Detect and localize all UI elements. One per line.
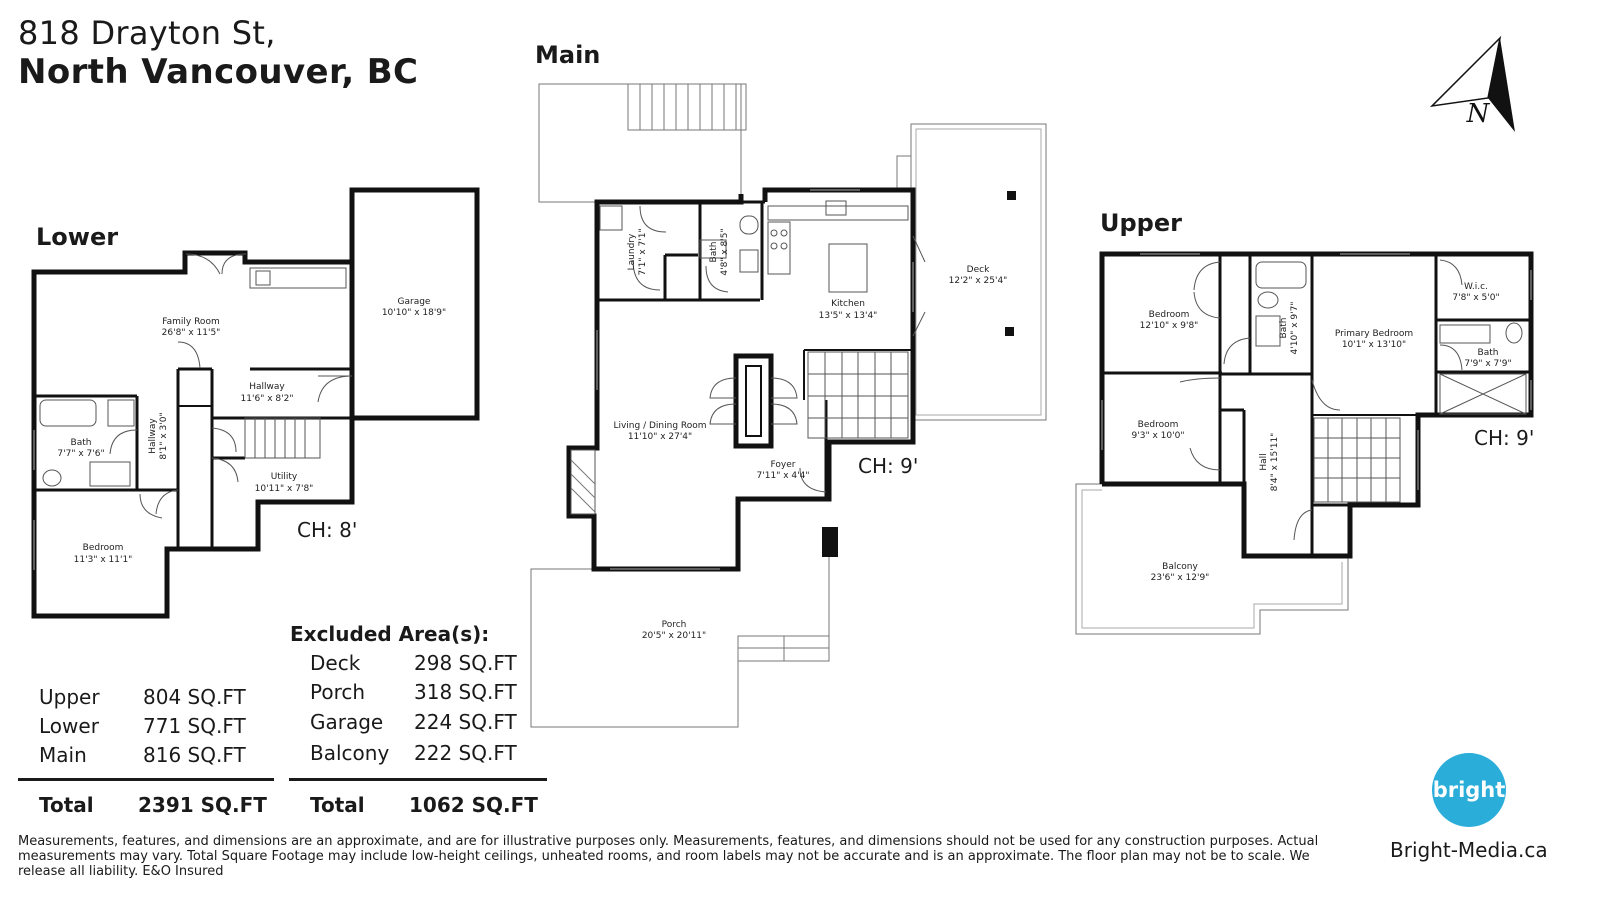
excluded-value: 224 SQ.FT — [414, 710, 517, 734]
room-name: Bedroom — [83, 543, 124, 553]
room-name: Foyer — [771, 460, 796, 470]
room-name: Laundry — [627, 233, 637, 270]
room-dim: 12'2" x 25'4" — [949, 276, 1008, 286]
room-name: Bath — [1279, 318, 1289, 339]
bright-logo: bright — [1432, 753, 1506, 827]
brand-url: Bright-Media.ca — [1390, 838, 1548, 862]
area-label: Upper — [39, 685, 100, 709]
main-ceiling-height: CH: 9' — [858, 454, 919, 478]
area-label: Main — [39, 743, 87, 767]
excluded-label: Porch — [310, 680, 366, 704]
room-dim: 7'7" x 7'6" — [57, 449, 104, 459]
area-label: Lower — [39, 714, 99, 738]
room-dim: 9'3" x 10'0" — [1132, 431, 1185, 441]
area-value: 804 SQ.FT — [143, 685, 246, 709]
upper-ceiling-height: CH: 9' — [1474, 426, 1535, 450]
room-dim: 10'10" x 18'9" — [382, 308, 446, 318]
area-total-label: Total — [39, 793, 94, 817]
room-name: Bath — [71, 438, 92, 448]
room-dim: 11'3" x 11'1" — [74, 555, 133, 565]
room-name: Bath — [1478, 348, 1499, 358]
room-dim: 13'5" x 13'4" — [819, 311, 878, 321]
room-dim: 8'4" x 15'11" — [1270, 433, 1280, 492]
room-name: Family Room — [162, 317, 219, 327]
excluded-divider — [289, 778, 547, 781]
upper-floor-plan — [1075, 251, 1534, 635]
lower-room-labels: Family Room 26'8" x 11'5" Garage 10'10" … — [57, 297, 446, 565]
floor-title-main: Main — [535, 41, 601, 69]
room-name: Bedroom — [1138, 420, 1179, 430]
room-dim: 23'6" x 12'9" — [1151, 573, 1210, 583]
excluded-areas-title: Excluded Area(s): — [290, 622, 490, 646]
excluded-value: 298 SQ.FT — [414, 651, 517, 675]
area-divider — [18, 778, 274, 781]
floor-title-lower: Lower — [36, 223, 119, 251]
main-room-labels: Laundry 7'1" x 7'1" Bath 4'8" x 8'5" Kit… — [613, 228, 1007, 641]
excluded-label: Balcony — [310, 741, 390, 765]
room-name: Hall — [1259, 453, 1269, 470]
upper-room-labels: Bedroom 12'10" x 9'8" Bath 4'10" x 9'7" … — [1132, 282, 1512, 583]
room-dim: 7'1" x 7'1" — [638, 228, 648, 275]
room-name: Balcony — [1162, 562, 1198, 572]
excluded-label: Garage — [310, 710, 384, 734]
excluded-total-label: Total — [310, 793, 365, 817]
room-dim: 26'8" x 11'5" — [162, 328, 221, 338]
room-dim: 7'8" x 5'0" — [1452, 293, 1499, 303]
room-dim: 8'1" x 3'0" — [159, 412, 169, 459]
area-value: 771 SQ.FT — [143, 714, 246, 738]
room-name: Garage — [398, 297, 431, 307]
room-name: Bedroom — [1149, 310, 1190, 320]
area-value: 816 SQ.FT — [143, 743, 246, 767]
excluded-value: 222 SQ.FT — [414, 741, 517, 765]
main-floor-plan — [530, 83, 1047, 728]
compass-label: N — [1466, 99, 1491, 129]
room-dim: 10'11" x 7'8" — [255, 484, 314, 494]
room-name: Hallway — [249, 382, 285, 392]
north-compass-icon: N — [1429, 35, 1515, 132]
room-dim: 7'9" x 7'9" — [1464, 359, 1511, 369]
room-name: Bath — [709, 242, 719, 263]
room-dim: 11'10" x 27'4" — [628, 432, 692, 442]
excluded-label: Deck — [310, 651, 361, 675]
room-name: Deck — [967, 265, 990, 275]
area-total-value: 2391 SQ.FT — [138, 793, 267, 817]
floor-title-upper: Upper — [1100, 209, 1182, 237]
room-dim: 11'6" x 8'2" — [241, 394, 294, 404]
room-dim: 20'5" x 20'11" — [642, 631, 706, 641]
excluded-value: 318 SQ.FT — [414, 680, 517, 704]
room-name: Kitchen — [831, 299, 865, 309]
room-dim: 7'11" x 4'4" — [757, 471, 810, 481]
room-name: Living / Dining Room — [613, 421, 706, 431]
room-dim: 4'10" x 9'7" — [1290, 302, 1300, 355]
room-name: W.i.c. — [1464, 282, 1488, 292]
excluded-total-value: 1062 SQ.FT — [409, 793, 538, 817]
address-line-2: North Vancouver, BC — [18, 52, 419, 92]
lower-floor-plan — [31, 187, 480, 619]
room-dim: 4'8" x 8'5" — [720, 228, 730, 275]
room-name: Primary Bedroom — [1335, 329, 1413, 339]
room-dim: 12'10" x 9'8" — [1140, 321, 1199, 331]
room-dim: 10'1" x 13'10" — [1342, 340, 1406, 350]
lower-ceiling-height: CH: 8' — [297, 518, 358, 542]
room-name: Utility — [271, 472, 298, 482]
address-line-1: 818 Drayton St, — [18, 14, 276, 52]
disclaimer-text: Measurements, features, and dimensions a… — [18, 834, 1319, 879]
room-name: Hallway — [148, 418, 158, 454]
room-name: Porch — [662, 620, 687, 630]
